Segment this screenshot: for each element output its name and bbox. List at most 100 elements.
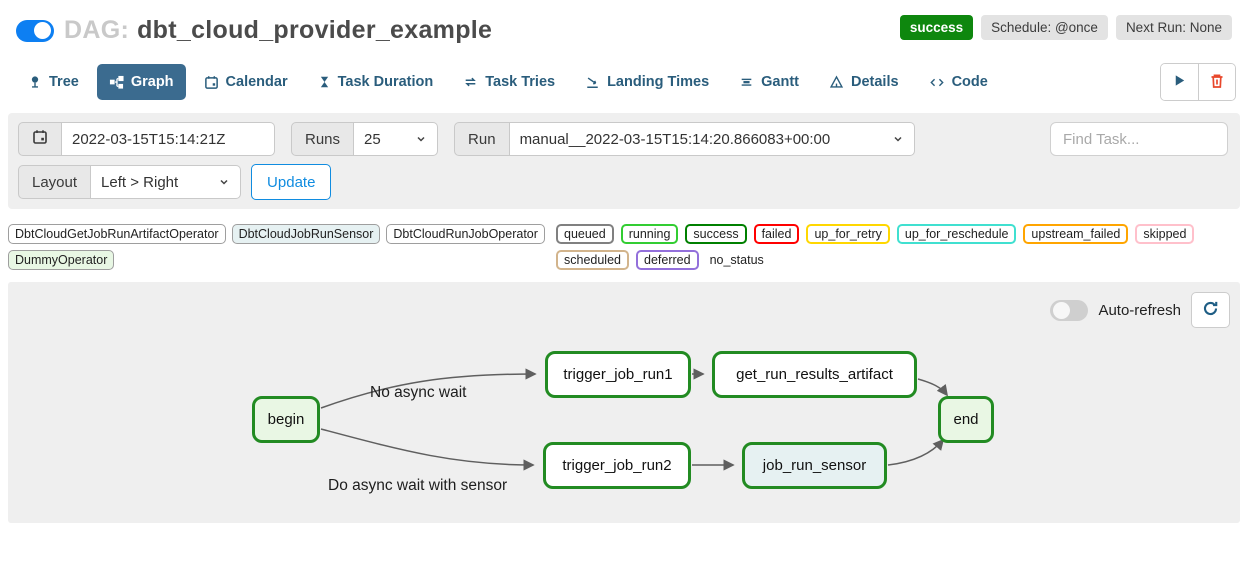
refresh-controls: Auto-refresh (1050, 292, 1230, 328)
trash-icon (1209, 73, 1225, 92)
header-badges: success Schedule: @once Next Run: None (899, 15, 1232, 40)
edge-begin-trigger2 (320, 428, 535, 471)
auto-refresh-knob (1052, 301, 1070, 319)
refresh-icon (1202, 300, 1219, 320)
dag-label: DAG: (64, 16, 130, 44)
tab-label: Tree (49, 74, 79, 90)
graph-icon (109, 75, 124, 90)
tab-label: Graph (130, 74, 174, 90)
runs-select[interactable]: 25 (354, 122, 439, 156)
task-node-begin[interactable]: begin (252, 396, 320, 443)
graph-panel: Auto-refresh begin trigger_job_run1 get_ru… (8, 282, 1240, 523)
edge-label: Do async wait with sensor (328, 477, 508, 494)
update-button[interactable]: Update (251, 164, 332, 200)
tab-label: Task Duration (337, 74, 434, 90)
status-badge-skipped[interactable]: skipped (1135, 224, 1195, 244)
status-badge-up_for_reschedule[interactable]: up_for_reschedule (896, 224, 1017, 244)
edge-artifact-end (917, 378, 949, 397)
tab-task-duration[interactable]: Task Duration (306, 64, 446, 100)
layout-value: Left > Right (101, 173, 179, 191)
next-run-badge: Next Run: None (1115, 15, 1232, 40)
tab-details[interactable]: Details (817, 64, 911, 100)
operator-badge: DbtCloudGetJobRunArtifactOperator (8, 224, 226, 244)
edge-begin-trigger1 (320, 368, 537, 409)
tab-calendar[interactable]: Calendar (192, 64, 300, 100)
base-date-group (18, 122, 275, 156)
status-badge-running[interactable]: running (620, 224, 679, 244)
auto-refresh-toggle[interactable] (1050, 299, 1089, 321)
toggle-knob (34, 22, 51, 39)
run-label: Run (454, 122, 510, 156)
filter-bar: Runs 25 Run manual__2022-03-15T15:14:20.… (8, 113, 1240, 209)
runs-label: Runs (291, 122, 355, 156)
delete-dag-button[interactable] (1198, 64, 1235, 100)
base-date-input[interactable] (62, 122, 275, 156)
tab-graph[interactable]: Graph (96, 64, 186, 100)
repeat-icon (463, 75, 478, 89)
landing-icon (585, 75, 600, 89)
layout-select[interactable]: Left > Right (91, 165, 242, 199)
tab-gantt[interactable]: Gantt (727, 64, 811, 100)
tab-label: Gantt (761, 74, 799, 90)
find-task-input[interactable] (1050, 122, 1228, 156)
run-select[interactable]: manual__2022-03-15T15:14:20.866083+00:00 (509, 122, 915, 156)
task-node-get_run_results_artifact[interactable]: get_run_results_artifact (712, 351, 917, 398)
dag-title: dbt_cloud_provider_example (137, 16, 493, 44)
details-icon (829, 75, 844, 89)
calendar-icon (204, 75, 219, 90)
status-legend: queued running success failed up_for_retry up… (556, 224, 1240, 270)
runs-value: 25 (364, 130, 381, 148)
task-node-job_run_sensor[interactable]: job_run_sensor (742, 442, 887, 489)
tab-tree[interactable]: Tree (16, 64, 91, 100)
layout-group: Layout Left > Right (18, 165, 242, 199)
runs-group: Runs 25 (291, 122, 439, 156)
operator-badge: DbtCloudJobRunSensor (231, 224, 381, 244)
tab-landing-times[interactable]: Landing Times (573, 64, 721, 100)
operator-badge: DbtCloudRunJobOperator (386, 224, 545, 244)
layout-label: Layout (18, 165, 92, 199)
status-badge: success (899, 15, 974, 40)
edge-label: No async wait (370, 384, 467, 401)
status-badge-scheduled[interactable]: scheduled (556, 250, 629, 270)
task-node-end[interactable]: end (938, 396, 994, 443)
trigger-dag-button[interactable] (1161, 64, 1198, 100)
status-badge-success[interactable]: success (685, 224, 747, 244)
task-node-trigger_job_run2[interactable]: trigger_job_run2 (543, 442, 691, 489)
status-badge-upstream_failed[interactable]: upstream_failed (1023, 224, 1129, 244)
auto-refresh-label: Auto-refresh (1098, 301, 1181, 319)
run-group: Run manual__2022-03-15T15:14:20.866083+0… (454, 122, 915, 156)
status-badge-up_for_retry[interactable]: up_for_retry (806, 224, 890, 244)
view-tabs: Tree Graph Calendar Task Duration Task Tries… (16, 64, 1000, 100)
tab-bar: Tree Graph Calendar Task Duration Task Tries… (16, 63, 1236, 101)
tab-label: Calendar (225, 74, 288, 90)
edge-sensor-end (887, 438, 945, 466)
play-icon (1172, 73, 1187, 91)
calendar-icon (32, 129, 48, 149)
tree-icon (28, 75, 42, 89)
tab-task-tries[interactable]: Task Tries (451, 64, 567, 100)
tab-label: Details (851, 74, 899, 90)
tab-code[interactable]: Code (917, 64, 1000, 100)
tab-label: Task Tries (485, 74, 556, 90)
code-icon (929, 76, 945, 89)
schedule-badge: Schedule: @once (981, 15, 1108, 40)
refresh-button[interactable] (1191, 292, 1230, 328)
hourglass-icon (318, 75, 331, 89)
status-label-no-status: no_status (709, 253, 764, 267)
dag-pause-toggle[interactable] (16, 19, 54, 42)
dag-edges (320, 368, 949, 471)
dag-header: DAG: dbt_cloud_provider_example success … (0, 0, 1248, 49)
task-node-trigger_job_run1[interactable]: trigger_job_run1 (545, 351, 691, 398)
status-badge-queued[interactable]: queued (556, 224, 614, 244)
status-badge-deferred[interactable]: deferred (636, 250, 699, 270)
calendar-picker-button[interactable] (18, 122, 62, 156)
tab-label: Landing Times (607, 74, 710, 90)
operator-badge: DummyOperator (8, 250, 115, 270)
run-value: manual__2022-03-15T15:14:20.866083+00:00 (519, 130, 831, 148)
gantt-icon (739, 75, 754, 89)
tab-label: Code (951, 74, 988, 90)
status-badge-failed[interactable]: failed (753, 224, 800, 244)
dag-actions (1160, 63, 1236, 101)
